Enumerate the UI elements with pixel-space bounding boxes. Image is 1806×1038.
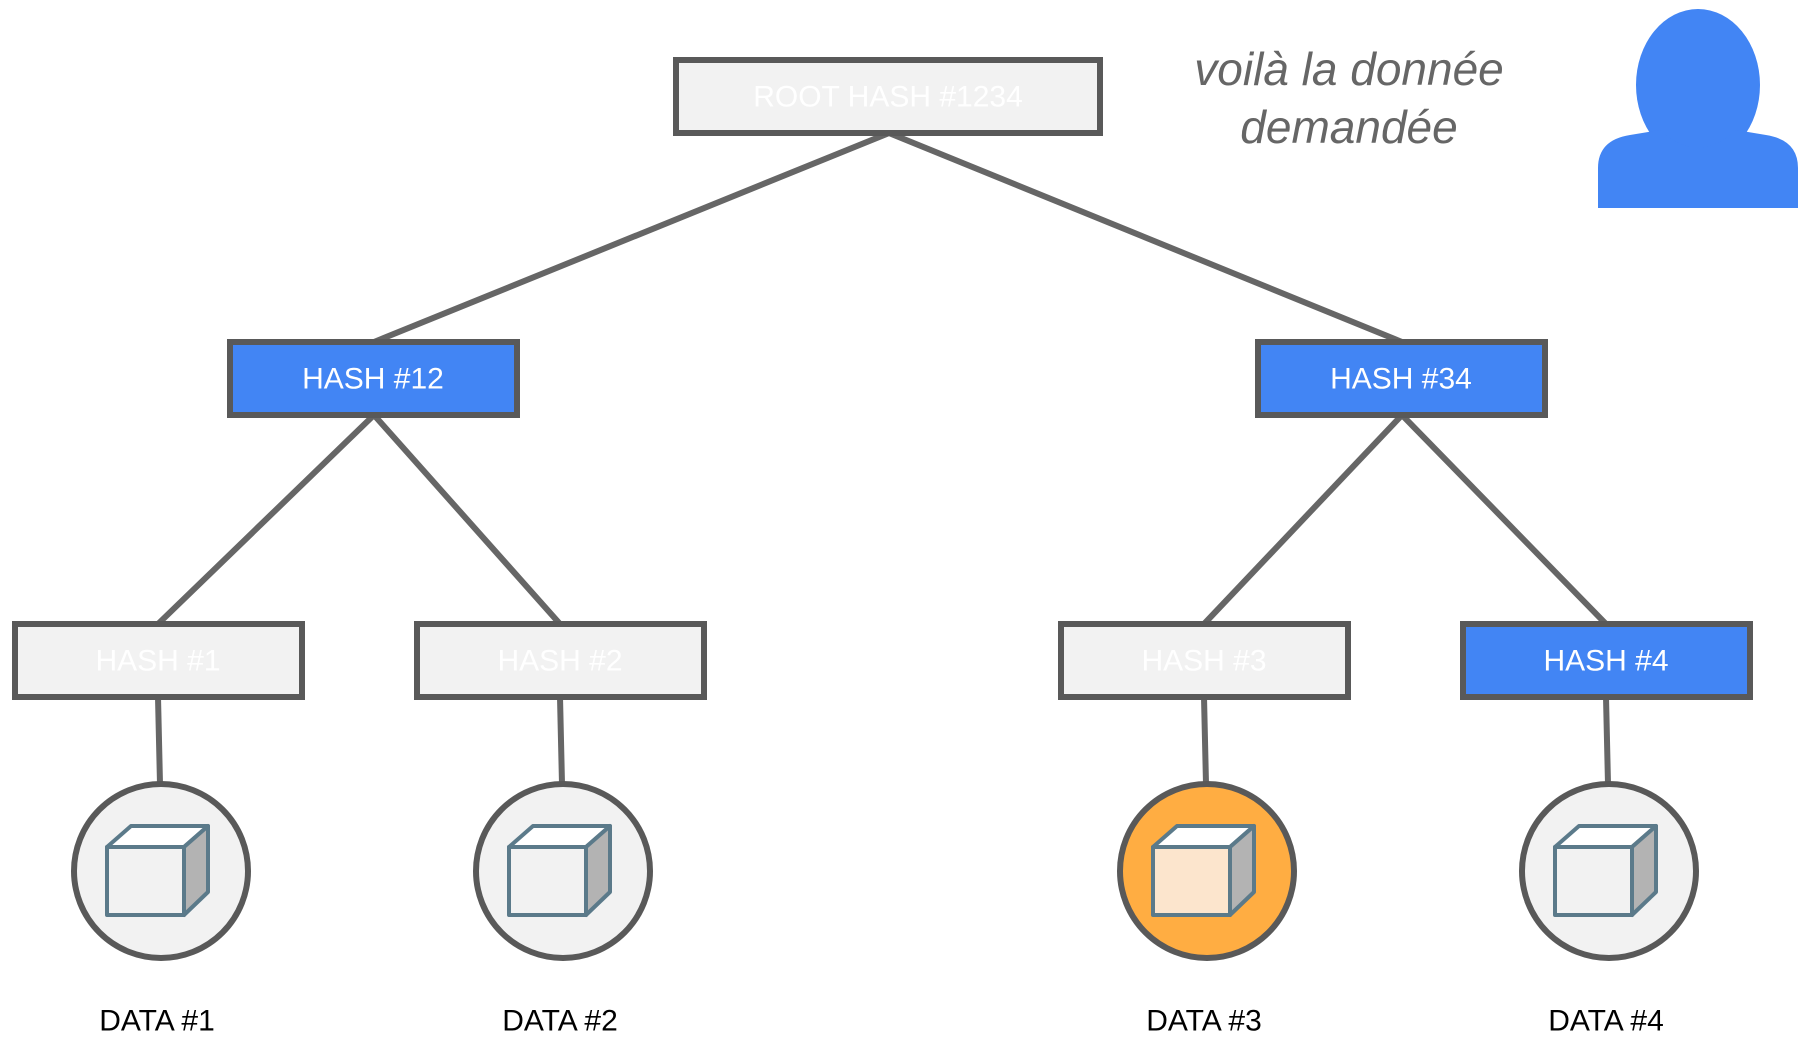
hash-1-box bbox=[12, 621, 305, 700]
hash-12-label: HASH #12 bbox=[302, 363, 444, 396]
edge-root-hash12 bbox=[371, 130, 892, 345]
hash-3-box bbox=[1058, 621, 1351, 700]
data-3-label: DATA #3 bbox=[1146, 1005, 1262, 1038]
user-avatar-icon bbox=[1598, 9, 1798, 208]
edge-hash34-hash3 bbox=[1201, 412, 1405, 627]
data-1-node: DATA #1 bbox=[71, 781, 251, 1038]
hash-12-box bbox=[227, 339, 520, 418]
data-4-label: DATA #4 bbox=[1548, 1005, 1664, 1038]
hash-12-node: HASH #12 bbox=[227, 339, 520, 418]
hash-1-label: HASH #1 bbox=[95, 645, 220, 678]
hash-1-node: HASH #1 bbox=[12, 621, 305, 700]
hash-2-label: HASH #2 bbox=[497, 645, 622, 678]
tree-edges bbox=[155, 130, 1611, 787]
edge-hash3-data3 bbox=[1201, 694, 1209, 787]
hash-4-box bbox=[1460, 621, 1753, 700]
root-hash-box bbox=[673, 57, 1103, 136]
caption-line-2: demandée bbox=[1240, 101, 1457, 153]
hash-34-box bbox=[1255, 339, 1548, 418]
hash-34-label: HASH #34 bbox=[1330, 363, 1472, 396]
data-4-node: DATA #4 bbox=[1519, 781, 1699, 1038]
data-2-label: DATA #2 bbox=[502, 1005, 618, 1038]
user-body bbox=[1598, 130, 1798, 208]
root-hash-label: ROOT HASH #1234 bbox=[753, 81, 1023, 114]
data-block-icon bbox=[105, 824, 210, 917]
hash-3-label: HASH #3 bbox=[1141, 645, 1266, 678]
edge-hash4-data4 bbox=[1603, 694, 1611, 787]
data-3-node: DATA #3 bbox=[1117, 781, 1297, 1038]
hash-2-node: HASH #2 bbox=[414, 621, 707, 700]
edge-hash34-hash4 bbox=[1399, 412, 1609, 627]
root-hash-node: ROOT HASH #1234 bbox=[673, 57, 1103, 136]
edge-hash1-data1 bbox=[155, 694, 163, 787]
data-2-node: DATA #2 bbox=[473, 781, 653, 1038]
response-caption: voilà la donnée demandée bbox=[1194, 43, 1503, 153]
data-block-icon bbox=[507, 824, 612, 917]
data-block-icon bbox=[1151, 824, 1256, 917]
edge-hash12-hash2 bbox=[371, 412, 563, 627]
hash-3-node: HASH #3 bbox=[1058, 621, 1351, 700]
data-block-icon bbox=[1553, 824, 1658, 917]
data-1-label: DATA #1 bbox=[99, 1005, 215, 1038]
hash-2-box bbox=[414, 621, 707, 700]
edge-root-hash34 bbox=[886, 130, 1405, 345]
hash-34-node: HASH #34 bbox=[1255, 339, 1548, 418]
caption-line-1: voilà la donnée bbox=[1194, 43, 1503, 95]
hash-4-node: HASH #4 bbox=[1460, 621, 1753, 700]
edge-hash2-data2 bbox=[557, 694, 565, 787]
user-head bbox=[1636, 9, 1760, 161]
edge-hash12-hash1 bbox=[155, 412, 377, 627]
hash-4-label: HASH #4 bbox=[1543, 645, 1668, 678]
